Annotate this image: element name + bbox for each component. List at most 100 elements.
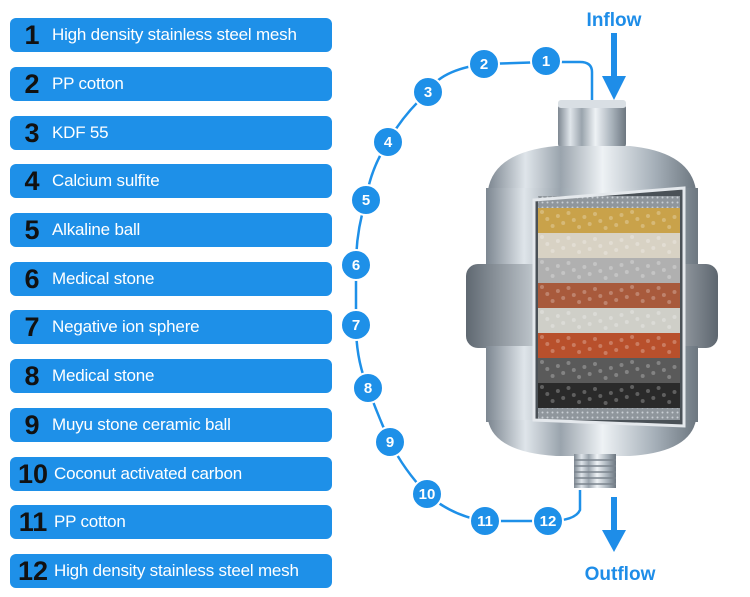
media-texture-dot [614,373,619,377]
media-texture-dot [646,289,650,293]
svg-text:9: 9 [386,434,394,451]
media-texture-dot [577,375,582,379]
media-texture-dot [598,219,603,223]
media-texture-dot [614,273,619,277]
media-texture-dot [603,401,608,405]
node-8: 8 [352,372,384,404]
layer-label: Medical stone [52,366,155,385]
media-texture-dot [614,348,619,352]
media-texture-dot [587,347,592,351]
media-texture-dot [555,264,560,268]
media-texture-dot [646,364,650,368]
media-texture-dot [561,346,566,350]
media-texture-dot [640,324,645,328]
media-texture-dot [672,365,677,369]
media-texture-dot [667,325,672,329]
media-texture-dot [630,235,635,239]
media-texture-dot [577,225,582,229]
media-texture-dot [646,314,650,318]
media-texture-dot [593,312,597,316]
media-texture-dot [598,294,603,298]
media-texture-dot [619,238,624,242]
media-texture-dot [656,211,661,215]
media-texture-dot [566,261,571,265]
media-texture-dot [545,342,550,346]
media-texture-dot [656,336,661,340]
media-texture-dot [587,397,592,401]
media-texture-dot [635,317,640,321]
media-texture-dot [545,242,550,246]
layer-label: Medical stone [52,269,155,288]
media-texture-dot [608,266,613,270]
media-texture-dot [672,265,677,269]
media-texture-dot [561,296,566,300]
shower-filter-image [466,100,718,488]
media-texture-dot [577,275,582,279]
media-texture-dot [651,321,656,325]
media-texture-dot [587,247,592,251]
media-texture-dot [635,342,640,346]
media-texture-dot [608,316,613,320]
media-texture-dot [566,336,571,340]
media-texture-dot [661,318,666,322]
layer-label: Calcium sulfite [52,171,160,190]
node-2: 2 [468,48,500,80]
media-texture-dot [608,291,613,295]
node-12: 12 [532,505,564,537]
media-texture-dot [582,265,587,269]
media-texture-dot [672,240,677,244]
media-texture-dot [624,295,629,299]
media-texture-dot [598,344,603,348]
node-10: 10 [411,478,443,510]
media-texture-dot [555,339,560,343]
media-texture-dot [577,250,582,254]
media-texture-dot [630,310,635,314]
media-texture-dot [603,376,608,380]
media-texture-dot [571,393,576,397]
layer-number: 5 [24,214,40,245]
node-6: 6 [340,249,372,281]
svg-text:1: 1 [542,53,550,70]
media-texture-dot [640,374,645,378]
media-texture-dot [550,274,555,278]
svg-text:4: 4 [384,134,393,151]
media-texture-dot [667,225,672,229]
layer-label: PP cotton [54,512,126,531]
media-texture-dot [593,237,597,241]
media-texture-dot [651,396,656,400]
media-texture-dot [624,270,629,274]
media-texture-dot [656,311,661,315]
media-texture-dot [598,269,603,273]
media-texture-dot [630,385,635,389]
media-texture-dot [651,371,656,375]
media-texture-dot [571,268,576,272]
media-texture-dot [614,323,619,327]
media-texture-dot [619,388,624,392]
node-7: 7 [340,309,372,341]
media-texture-dot [545,392,550,396]
media-texture-dot [656,261,661,265]
outflow-label: Outflow [585,564,656,585]
media-texture-dot [640,224,645,228]
media-texture-dot [635,367,640,371]
media-texture-dot [661,243,666,247]
media-layer [538,233,680,259]
media-texture-dot [630,285,635,289]
layer-number: 8 [24,360,40,391]
media-texture-dot [555,314,560,318]
media-texture-dot [603,276,608,280]
layer-number: 7 [24,311,40,342]
media-texture-dot [540,210,544,214]
inflow-label: Inflow [587,10,642,31]
media-layer [538,333,680,359]
layer-number: 12 [17,555,49,586]
media-texture-dot [555,239,560,243]
media-texture-dot [640,274,645,278]
media-texture-dot [635,217,640,221]
